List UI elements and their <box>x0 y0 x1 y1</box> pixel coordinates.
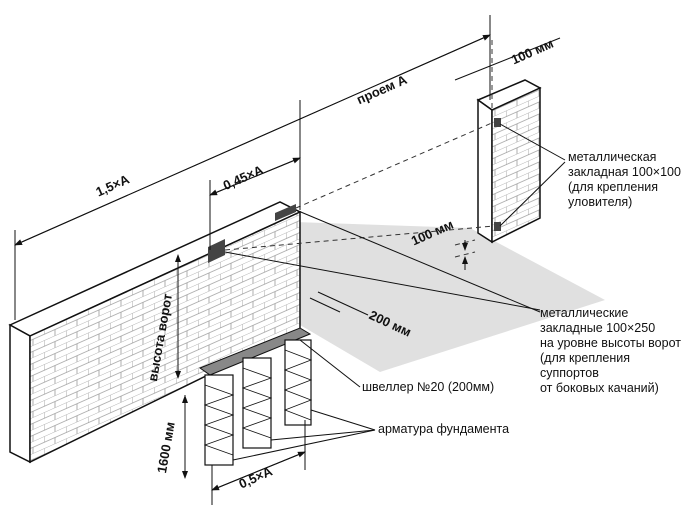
wall-embeds-callout: металлические закладные 100×250 на уровн… <box>540 306 681 396</box>
brick-wall <box>8 201 302 464</box>
callout-line: на уровне высоты ворот <box>540 336 681 350</box>
pillar-embed-plate <box>494 118 501 127</box>
pillar-embed-plate <box>494 222 501 231</box>
callout-line: металлическая <box>568 150 657 164</box>
callout-line: суппортов <box>540 366 599 380</box>
callout-line: (для крепления <box>540 351 631 365</box>
callout-line: (для крепления <box>568 180 659 194</box>
wall-embed-plate <box>208 239 225 263</box>
ground-plane <box>295 222 605 372</box>
callout-line: от боковых качаний) <box>540 381 659 395</box>
callout-line: закладная 100×100 <box>568 165 681 179</box>
dimension-lines <box>14 15 566 505</box>
callout-line: уловителя) <box>568 195 633 209</box>
callout-line: металлические <box>540 306 629 320</box>
wall-embed-plate <box>275 204 296 221</box>
callout-line: закладные 100×250 <box>540 321 656 335</box>
channel-callout: швеллер №20 (200мм) <box>362 380 495 394</box>
brick-pillar <box>476 79 542 244</box>
foundation <box>198 327 313 466</box>
rebar-callout: арматура фундамента <box>378 422 510 436</box>
pillar-embed-callout: металлическая закладная 100×100 (для кре… <box>568 150 681 210</box>
